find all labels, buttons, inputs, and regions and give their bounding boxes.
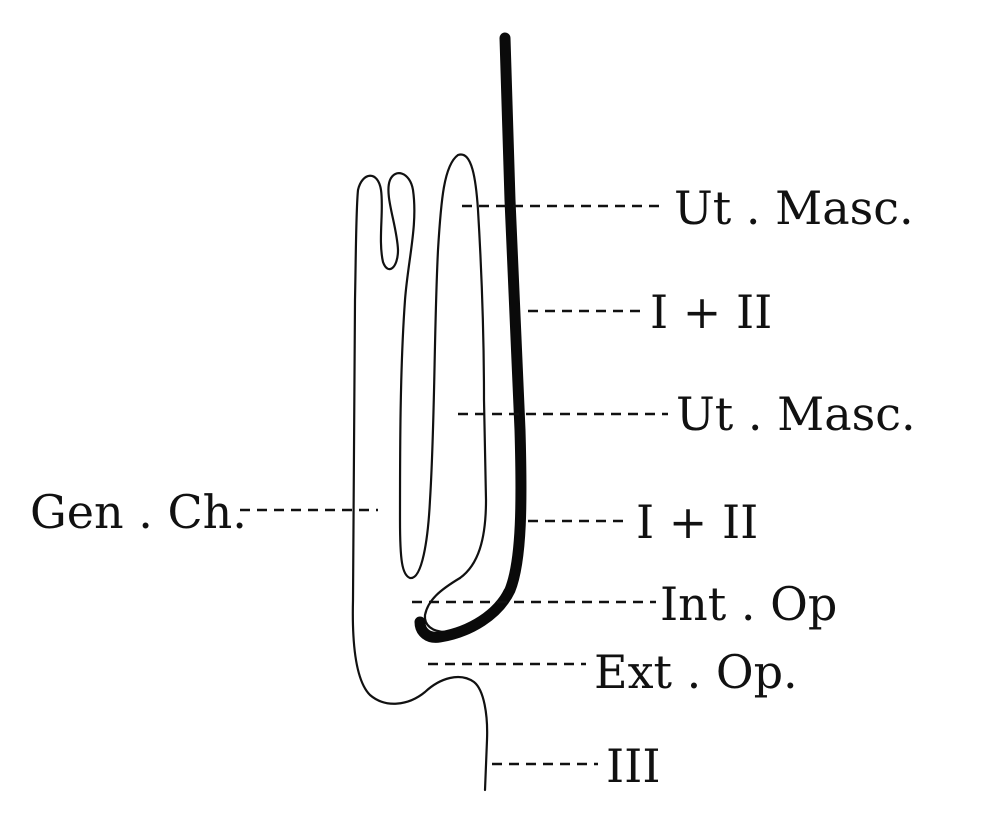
label-i-ii-upper: I + II [650, 285, 772, 339]
duct-line [414, 32, 527, 643]
label-int-op: Int . Op [660, 577, 837, 631]
label-ut-masc-upper: Ut . Masc. [674, 181, 914, 235]
label-ut-masc-lower: Ut . Masc. [676, 387, 916, 441]
label-gen-ch: Gen . Ch. [30, 485, 247, 539]
label-iii: III [606, 739, 661, 793]
genital-chamber-outline [351, 153, 489, 792]
label-i-ii-lower: I + II [636, 495, 758, 549]
label-ext-op: Ext . Op. [594, 645, 798, 699]
